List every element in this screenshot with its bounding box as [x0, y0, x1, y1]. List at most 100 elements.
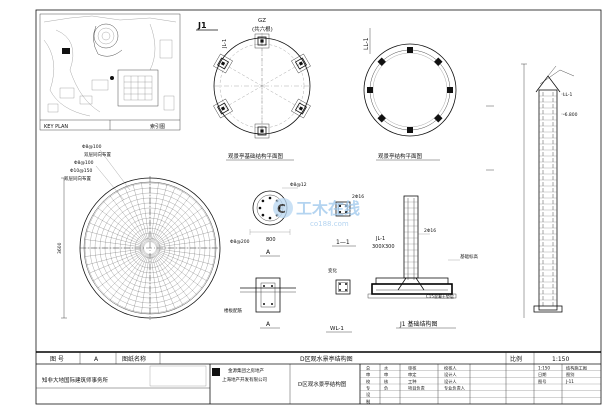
slab-ray	[97, 251, 146, 289]
slab-ray	[103, 252, 146, 295]
roof-structure-plan: LL-1 观景亭结构平面图	[363, 28, 457, 161]
drawing-name: D区观水景亭结构图	[300, 355, 353, 363]
title-grid-cell: 设计人	[444, 378, 457, 385]
roof-post	[434, 57, 443, 66]
slab-ray	[116, 253, 148, 306]
title-block: 图 号 A 图纸名称 D区观水景亭结构图 比例 1:150 知非大地国际建筑师事…	[36, 351, 601, 405]
elevation-label-ll: LL-1	[563, 92, 573, 98]
elevation-label-level: -6.800	[563, 112, 578, 118]
column-dim: 800	[266, 237, 276, 243]
scale-label: 比例	[510, 355, 522, 363]
slab-ray	[155, 239, 216, 248]
roof-post	[367, 87, 373, 93]
footing-size: 300X300	[372, 244, 395, 250]
column-label-tie: Φ8@200	[230, 239, 250, 245]
column-label-rebar: Φ8@12	[290, 182, 307, 188]
slab-ray	[155, 250, 208, 282]
key-plan-label: KEY PLAN	[44, 124, 68, 130]
column-rebar-dot	[268, 196, 272, 200]
roof-post	[407, 47, 413, 53]
title-right-cell: 日期	[538, 372, 546, 378]
slab-ray	[155, 249, 214, 266]
slab-ray	[88, 222, 145, 246]
footing-pad-note: C15混凝土垫层	[426, 293, 454, 299]
footing-tag: JL-1	[375, 236, 385, 242]
footing-caption: J1 基础结构图	[399, 320, 438, 328]
slab-ray	[155, 248, 216, 257]
slab-ray	[97, 207, 146, 245]
section-1-1-rebar: 2Φ16	[352, 194, 364, 200]
role-label: 审	[366, 371, 370, 378]
slab-ray	[92, 250, 145, 282]
fig-no-label: 图 号	[50, 356, 64, 363]
slab-ray	[154, 201, 197, 244]
slab-ray	[132, 184, 149, 243]
title-grid-cell: 项目负责	[408, 385, 425, 392]
slab-ray	[151, 253, 168, 312]
slab-ray	[124, 253, 148, 310]
svg-text:C: C	[277, 202, 286, 216]
plan-roof-caption: 观景亭结构平面图	[378, 152, 423, 160]
role-label: 总	[366, 365, 370, 371]
slab-ray	[155, 250, 212, 274]
roof-slab-label-4: Φ10@150	[70, 168, 92, 174]
plan-j1-section-tag: JL-1	[222, 39, 228, 49]
key-plan: KEY PLAN 索引图	[39, 13, 181, 131]
title-grid-cell: 审核	[408, 365, 417, 372]
role-label: 制	[366, 398, 370, 405]
slab-ray	[109, 252, 147, 301]
section-a-note: 楼板配筋	[224, 307, 242, 314]
slab-ray	[154, 252, 197, 295]
slab-ray	[154, 251, 203, 289]
slab-ray	[132, 253, 149, 312]
slab-ray	[152, 190, 184, 243]
slab-ray	[153, 252, 191, 301]
roof-slab-label-3: Φ8@100	[74, 160, 94, 166]
slab-ray	[155, 230, 214, 247]
watermark-logo: C 工木在线 co188.com	[273, 198, 360, 228]
title-right-cell: 1:150	[538, 366, 550, 371]
foundation-plan: J1 GZ (共六根) JL-1 观景亭基础结构平面图	[196, 18, 311, 161]
slab-ray	[92, 214, 145, 246]
plan-j1-top-label: GZ	[258, 18, 266, 24]
slab-ray	[151, 184, 168, 243]
slab-ray	[155, 214, 208, 246]
roof-slab-plan: 3600 Φ8@100 双层同向布置 Φ8@100 Φ10@150 双层同向布置	[57, 144, 221, 320]
title-right-cell: 结构施工图	[566, 365, 587, 372]
slab-ray	[152, 253, 176, 310]
slab-ray	[154, 207, 203, 245]
slab-ray	[152, 186, 176, 243]
fig-no-value: A	[94, 356, 99, 363]
role-label: 专	[366, 385, 370, 392]
slab-ray	[150, 182, 159, 243]
column-rebar-dot	[258, 206, 262, 210]
watermark-text: 工木在线	[296, 199, 360, 218]
title-right-cell: 图别	[566, 371, 574, 378]
title-grid-cell: 设计人	[444, 371, 457, 378]
section-1-1: 2Φ16 1—1	[332, 194, 364, 247]
roof-post	[434, 114, 443, 123]
plan-j1-top-count: (共六根)	[252, 25, 273, 33]
slab-ray	[150, 253, 159, 314]
scale-value: 1:150	[552, 356, 569, 363]
title-grid-cell: 审定	[408, 371, 416, 378]
roof-post	[447, 87, 453, 93]
column-rebar-dot	[261, 213, 265, 217]
title-right-cell: 图号	[538, 379, 546, 385]
role-label: 设	[366, 391, 371, 398]
j1-footing-detail: JL-1 300X300 2Φ16 基础标高 C15混凝土垫层 J1 基础结构图	[367, 195, 478, 329]
slab-ray	[103, 201, 146, 244]
roof-post	[407, 127, 413, 133]
title-grid-cell: 审	[384, 371, 388, 378]
roof-slab-label-2: 双层同向布置	[84, 151, 111, 158]
column-section-mark: A	[266, 249, 271, 256]
drawing-title: D区观水景亭结构图	[298, 380, 347, 388]
footing-rebar: 2Φ16	[424, 228, 436, 234]
section-1-1-title: 1—1	[336, 239, 350, 246]
plan-roof-section-tag: LL-1	[363, 37, 370, 50]
designer-name: 知非大地国际建筑师事务所	[42, 376, 109, 384]
title-grid-cell: 校核人	[444, 365, 457, 372]
firm-line-1: 金源集团之房地产	[228, 367, 264, 374]
firm-line-2: 上海地产开发有限公司	[222, 376, 267, 383]
column-section: Φ8@12 Φ8@200 800 A	[230, 182, 307, 257]
